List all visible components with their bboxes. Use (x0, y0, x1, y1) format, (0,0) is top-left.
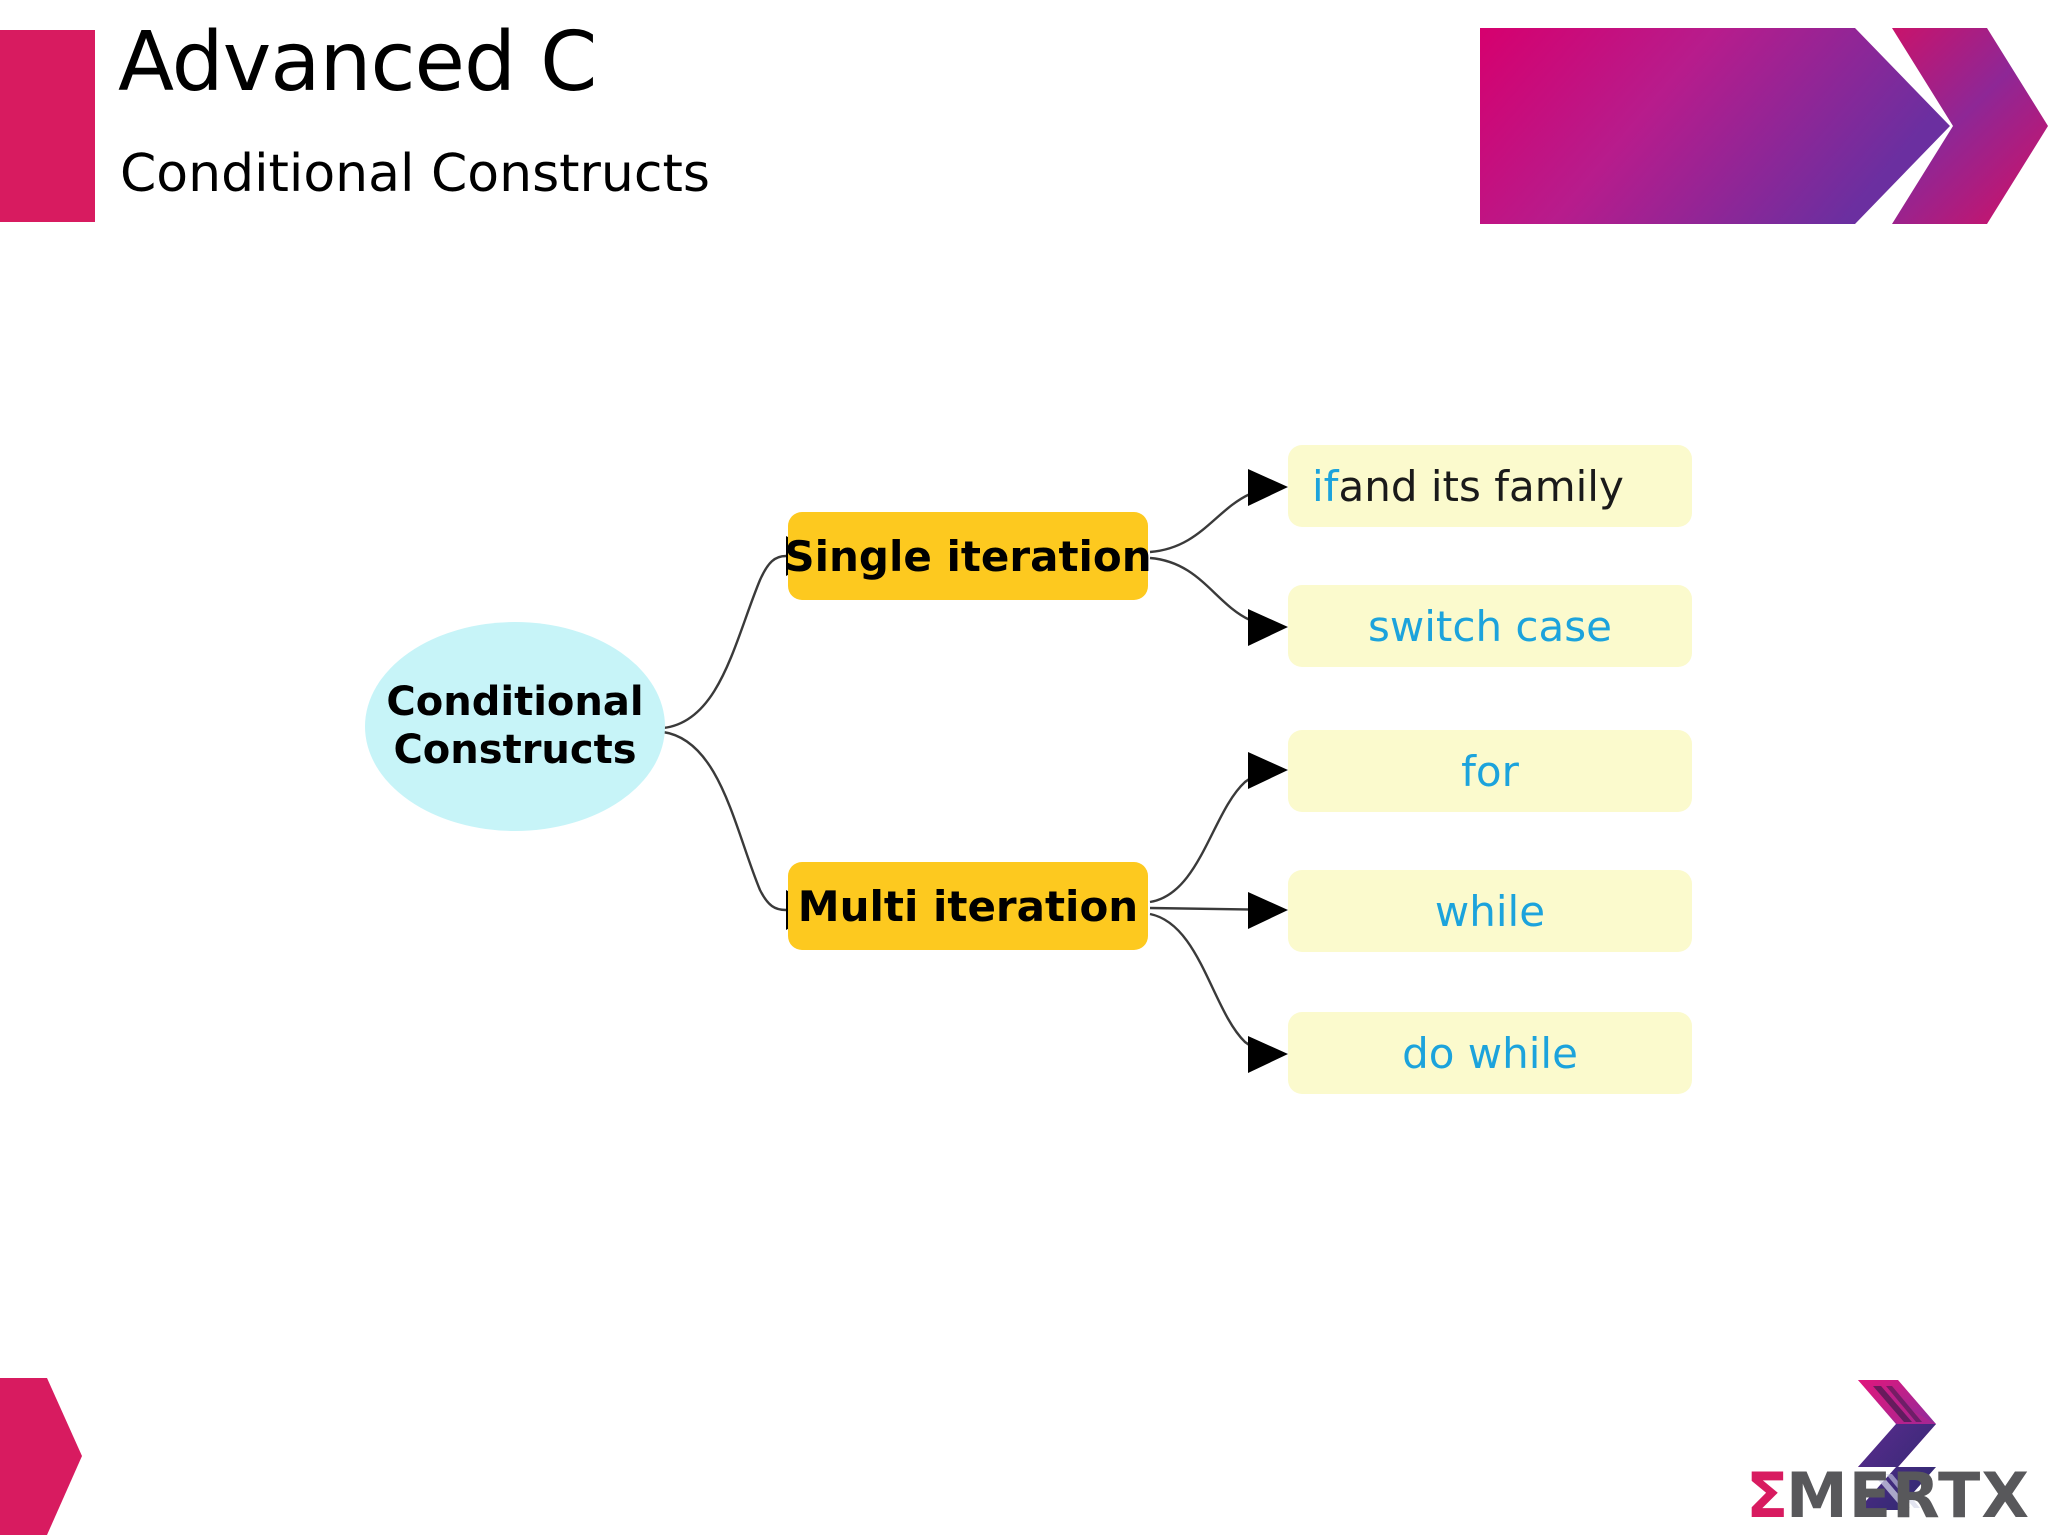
page-title: Advanced C (118, 15, 597, 110)
node-leaf-switch-case[interactable]: switch case (1288, 585, 1692, 667)
node-branch-single-iteration[interactable]: Single iteration (784, 512, 1152, 600)
node-leaf-dowhile-keyword: do while (1402, 1028, 1578, 1078)
header-pink-block (0, 30, 95, 222)
node-leaf-for-keyword: for (1461, 746, 1519, 796)
arrowhead-while (1248, 892, 1288, 929)
arrowhead-dowhile (1248, 1036, 1288, 1073)
edge-multi-to-for (1149, 768, 1284, 904)
header-chevron-icon (1892, 28, 2048, 224)
node-root-label-line1: Conditional (386, 679, 644, 726)
node-branch-multi-iteration[interactable]: Multi iteration (788, 862, 1148, 950)
node-leaf-while[interactable]: while (1288, 870, 1692, 952)
logo-chevron-icon (1858, 1380, 1936, 1510)
node-leaf-if-and-its-family[interactable]: if and its family (1288, 445, 1692, 527)
edge-root-to-multi (662, 730, 787, 912)
node-leaf-for[interactable]: for (1288, 730, 1692, 812)
node-leaf-if-keyword: if (1312, 461, 1339, 511)
header-arrow-graphic (1480, 28, 2048, 224)
arrowhead-if (1248, 469, 1288, 506)
header-arrow-body (1480, 28, 1950, 224)
emertxe-logo: Σ MERTXE (1740, 1362, 2048, 1532)
node-leaf-if-rest: and its family (1338, 461, 1624, 511)
edge-multi-to-dowhile (1149, 912, 1284, 1056)
footer-pink-arrow-shape (0, 1378, 82, 1535)
logo-sigma: Σ (1746, 1459, 1788, 1527)
edge-root-to-single (662, 554, 787, 730)
logo-wordmark: MERTXE (1786, 1459, 2030, 1527)
node-leaf-while-keyword: while (1434, 886, 1546, 936)
node-branch-multi-label: Multi iteration (797, 881, 1139, 931)
arrowhead-switch (1248, 609, 1288, 646)
arrowhead-for (1248, 752, 1288, 789)
node-leaf-do-while[interactable]: do while (1288, 1012, 1692, 1094)
node-leaf-switch-keyword: switch case (1368, 601, 1612, 651)
node-root-conditional-constructs[interactable]: Conditional Constructs (365, 622, 665, 831)
node-branch-single-label: Single iteration (784, 531, 1152, 581)
node-root-label-line2: Constructs (393, 726, 637, 773)
page-subtitle: Conditional Constructs (120, 144, 710, 204)
